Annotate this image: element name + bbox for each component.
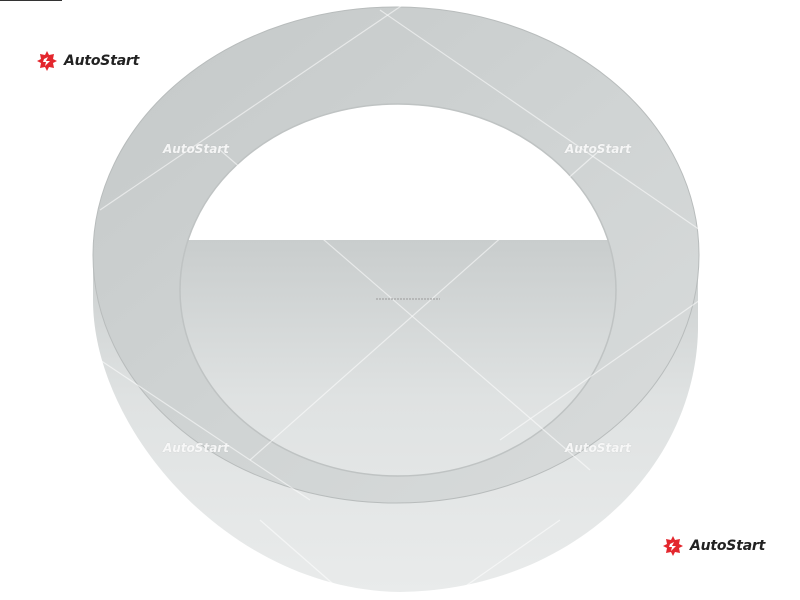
watermark-lines xyxy=(99,0,701,591)
top-rule xyxy=(0,0,62,1)
brand-logo-top: AutoStart xyxy=(36,50,139,72)
watermark-text: AutoStart xyxy=(163,142,229,156)
wrench-gear-icon xyxy=(663,536,683,556)
ring-outer-edge xyxy=(92,6,700,504)
wrench-gear-icon xyxy=(37,51,57,71)
watermark-text: AutoStart xyxy=(565,142,631,156)
watermark-text: AutoStart xyxy=(163,441,229,455)
watermark-text: AutoStart xyxy=(565,441,631,455)
brand-name: AutoStart xyxy=(64,53,140,69)
ring-inner-edge xyxy=(179,103,617,477)
brand-logo-bottom: AutoStart xyxy=(662,535,765,557)
ring-top-face xyxy=(93,7,699,503)
brand-name: AutoStart xyxy=(690,538,766,554)
